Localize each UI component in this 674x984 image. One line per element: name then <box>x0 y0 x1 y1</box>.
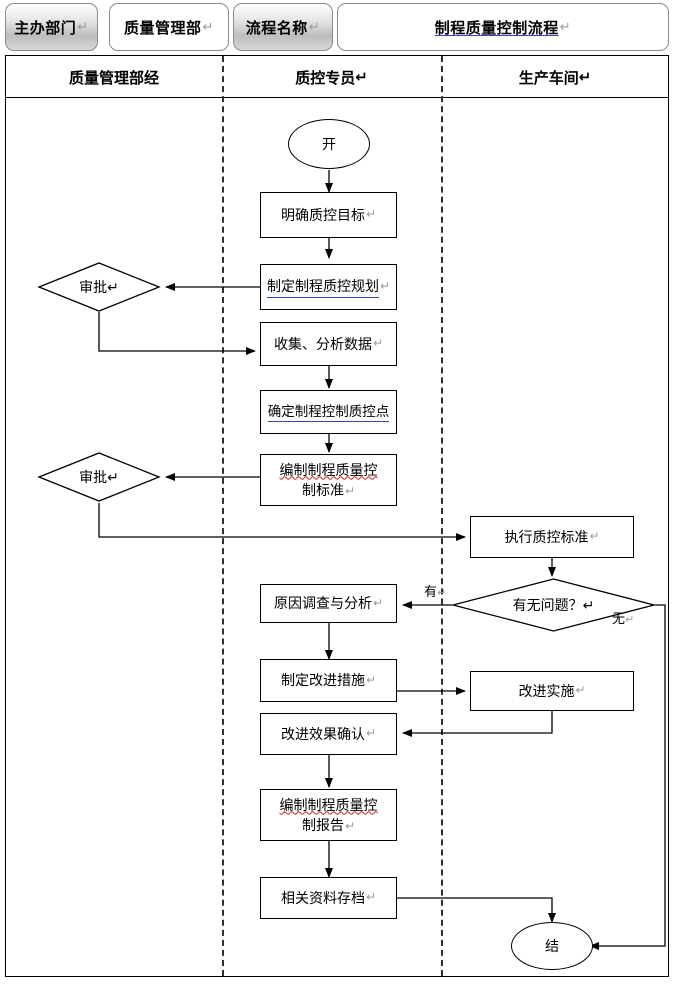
pilcrow-mark: ↵ <box>365 207 377 222</box>
edge-label-no: 无↵ <box>612 608 634 627</box>
pilcrow-mark: ↵ <box>365 890 377 905</box>
node-end-label: 结 <box>545 937 559 954</box>
pilcrow-mark: ↵ <box>365 672 377 687</box>
node-approval-2-label: 审批 <box>79 469 108 485</box>
header-tab-process-name[interactable]: 流程名称↵ <box>233 3 333 51</box>
node-approval-2[interactable]: 审批↵ <box>37 452 161 502</box>
pilcrow-mark: ↵ <box>578 69 592 86</box>
node-define-qc-objectives-label: 明确质控目标 <box>280 206 365 223</box>
pilcrow-mark: ↵ <box>344 483 356 498</box>
lane-divider-1 <box>222 56 224 976</box>
node-improvement-implementation[interactable]: 改进实施↵ <box>470 671 634 711</box>
node-draft-qc-report[interactable]: 编制制程质量控 制报告↵ <box>260 789 397 841</box>
node-improvement-measures[interactable]: 制定改进措施↵ <box>260 659 397 702</box>
header-tab-sponsor-dept[interactable]: 主办部门↵ <box>5 3 98 51</box>
process-title-text: 制程质量控制流程 <box>434 19 559 37</box>
pilcrow-mark: ↵ <box>355 69 368 86</box>
node-draft-qc-standard-line1: 编制制程质量控 <box>279 461 378 478</box>
header-tab-strip: 主办部门↵ 质量管理部↵ 流程名称↵ 制程质量控制流程↵ <box>5 3 669 53</box>
node-draft-qc-report-line1: 编制制程质量控 <box>279 796 378 813</box>
pilcrow-mark: ↵ <box>107 278 119 295</box>
node-make-process-qc-plan[interactable]: 制定制程质控规划↵ <box>260 264 397 310</box>
lane-header-production-workshop-label: 生产车间 <box>518 69 579 87</box>
node-approval-1-label: 审批 <box>79 279 108 295</box>
pilcrow-mark: ↵ <box>372 595 384 610</box>
lane-header-rule <box>5 97 669 98</box>
pilcrow-mark: ↵ <box>365 726 377 741</box>
edge-label-no-text: 无 <box>612 611 626 626</box>
node-determine-control-points-label: 确定制程控制质控点 <box>267 402 390 423</box>
header-tab-process-title[interactable]: 制程质量控制流程↵ <box>337 3 669 51</box>
diamond-shape-icon <box>37 452 161 502</box>
node-execute-qc-standard[interactable]: 执行质控标准↵ <box>470 516 634 558</box>
pilcrow-mark: ↵ <box>308 19 321 34</box>
node-improvement-effect-confirm[interactable]: 改进效果确认↵ <box>260 713 397 755</box>
pilcrow-mark: ↵ <box>559 19 572 34</box>
pilcrow-mark: ↵ <box>344 818 356 833</box>
node-improvement-effect-confirm-label: 改进效果确认 <box>280 725 365 742</box>
header-tab-quality-dept-label: 质量管理部 <box>124 19 202 37</box>
node-archive-documents[interactable]: 相关资料存档↵ <box>260 877 397 919</box>
pilcrow-mark: ↵ <box>582 596 595 613</box>
node-collect-analyze-data-label: 收集、分析数据 <box>273 335 372 352</box>
node-define-qc-objectives[interactable]: 明确质控目标↵ <box>260 192 397 238</box>
diamond-shape-icon <box>450 578 657 632</box>
node-start[interactable]: 开 <box>288 119 370 169</box>
pilcrow-mark: ↵ <box>77 19 89 34</box>
swimlane-frame <box>5 55 669 977</box>
edge-label-yes-text: 有 <box>424 584 438 599</box>
pilcrow-mark: ↵ <box>379 279 391 294</box>
pilcrow-mark: ↵ <box>107 468 119 485</box>
lane-header-qc-specialist-label: 质控专员 <box>295 69 356 87</box>
pilcrow-mark: ↵ <box>437 587 447 599</box>
node-issue-decision[interactable]: 有无问题？↵ <box>450 578 657 632</box>
pilcrow-mark: ↵ <box>589 529 600 544</box>
node-approval-1[interactable]: 审批↵ <box>37 262 161 312</box>
lane-header-quality-manager-label: 质量管理部经 <box>68 69 159 87</box>
node-determine-control-points[interactable]: 确定制程控制质控点 <box>260 390 397 434</box>
node-draft-qc-standard-line2: 制标准 <box>301 481 344 498</box>
pilcrow-mark: ↵ <box>372 336 384 351</box>
node-cause-investigation-label: 原因调查与分析 <box>273 595 372 612</box>
header-tab-sponsor-dept-label: 主办部门 <box>14 19 77 37</box>
pilcrow-mark: ↵ <box>202 19 214 34</box>
node-issue-decision-label: 有无问题？ <box>512 597 583 613</box>
node-start-label: 开 <box>322 135 336 152</box>
node-cause-investigation[interactable]: 原因调查与分析↵ <box>260 584 397 623</box>
node-end[interactable]: 结 <box>511 922 593 970</box>
lane-header-qc-specialist: 质控专员↵ <box>222 58 441 96</box>
node-improvement-implementation-label: 改进实施 <box>518 682 575 699</box>
node-improvement-measures-label: 制定改进措施 <box>280 672 365 689</box>
pilcrow-mark: ↵ <box>575 683 586 698</box>
lane-header-quality-manager: 质量管理部经 <box>6 58 222 96</box>
header-tab-quality-dept[interactable]: 质量管理部↵ <box>109 3 229 51</box>
diamond-shape-icon <box>37 262 161 312</box>
edge-label-yes: 有↵ <box>424 581 446 600</box>
node-execute-qc-standard-label: 执行质控标准 <box>504 528 589 545</box>
lane-divider-2 <box>441 56 443 976</box>
node-archive-documents-label: 相关资料存档 <box>280 889 365 906</box>
node-draft-qc-report-line2: 制报告 <box>301 816 344 833</box>
node-make-process-qc-plan-label: 制定制程质控规划 <box>266 276 379 298</box>
pilcrow-mark: ↵ <box>625 614 635 626</box>
node-draft-qc-standard[interactable]: 编制制程质量控 制标准↵ <box>260 454 397 506</box>
lane-header-production-workshop: 生产车间↵ <box>441 58 669 96</box>
node-collect-analyze-data[interactable]: 收集、分析数据↵ <box>260 322 397 366</box>
header-tab-process-name-label: 流程名称 <box>245 19 308 37</box>
